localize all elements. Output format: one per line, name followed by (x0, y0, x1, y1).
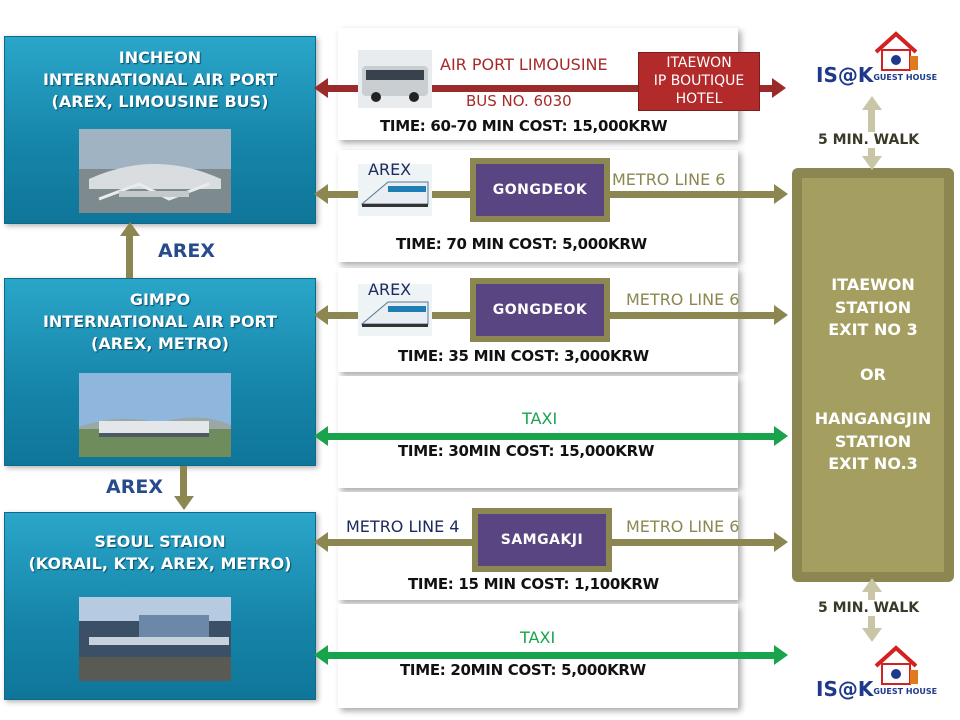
limousine-label: AIR PORT LIMOUSINE (440, 55, 608, 74)
samgakji-station-box: SAMGAKJI (472, 508, 612, 572)
seoul-station-box: SEOUL STAION (KORAIL, KTX, AREX, METRO) (4, 512, 316, 700)
incheon-title: INCHEON (118, 48, 202, 67)
incheon-arex-arrowhead-left (314, 184, 328, 204)
hub-line1: ITAEWON (831, 275, 915, 294)
limousine-arrowhead-left (314, 78, 328, 98)
incheon-modes: (AREX, LIMOUSINE BUS) (51, 92, 269, 111)
gimpo-arex-train-image (358, 284, 432, 336)
logo-sub-bottom: GUEST HOUSE (873, 687, 938, 696)
seoul-metro-arrowhead-right (774, 532, 788, 552)
isak-guesthouse-logo-top: IS@KGUEST HOUSE (810, 30, 940, 90)
walk-top-arrowhead-down (862, 156, 882, 170)
gongdeok-station-box-2: GONGDEOK (470, 278, 610, 342)
house-icon (872, 644, 920, 688)
arex-link-down-arrowhead (174, 496, 194, 510)
isak-guesthouse-logo-bottom: IS@KGUEST HOUSE (810, 644, 940, 704)
seoul-metro-arrowhead-left (314, 532, 328, 552)
incheon-arex-train-image (358, 164, 432, 216)
seoul-metro-line-4: METRO LINE 4 (346, 517, 460, 536)
gimpo-subtitle: INTERNATIONAL AIR PORT (42, 312, 278, 331)
limousine-arrow-shaft (326, 85, 774, 92)
walk-bottom-arrowhead-up (862, 578, 882, 592)
house-icon (872, 30, 920, 74)
limousine-arrowhead-right (772, 78, 786, 98)
itaewon-hangangjin-hub: ITAEWON STATION EXIT NO 3 OR HANGANGJIN … (792, 168, 954, 582)
hotel-line3: HOTEL (675, 91, 723, 107)
hub-line2: STATION (834, 297, 912, 317)
gimpo-airport-box: GIMPO INTERNATIONAL AIR PORT (AREX, METR… (4, 278, 316, 466)
gongdeok-station-box-1: GONGDEOK (470, 158, 610, 222)
seoul-taxi-arrowhead-right (774, 645, 788, 665)
walk-bottom-arrowhead-down (862, 628, 882, 642)
gimpo-taxi-arrowhead-right (774, 426, 788, 446)
limousine-bus-image (358, 50, 432, 108)
hub-line6: EXIT NO.3 (828, 454, 918, 473)
seoul-modes: (KORAIL, KTX, AREX, METRO) (28, 554, 292, 573)
seoul-metro-line-6: METRO LINE 6 (626, 517, 740, 536)
arex-link-up-arrowhead (120, 222, 140, 236)
gimpo-taxi-arrow-shaft (326, 433, 776, 440)
walk-top-arrowhead-up (862, 96, 882, 110)
incheon-arex-train-label: AREX (368, 160, 412, 179)
arex-link-down-shaft (180, 466, 187, 498)
gimpo-taxi-label: TAXI (522, 409, 558, 428)
gimpo-title: GIMPO (129, 290, 191, 309)
hub-inner: ITAEWON STATION EXIT NO 3 OR HANGANGJIN … (802, 178, 944, 572)
hotel-line2: IP BOUTIQUE (653, 73, 745, 89)
hotel-line1: ITAEWON (666, 55, 732, 71)
incheon-subtitle: INTERNATIONAL AIR PORT (42, 70, 278, 89)
seoul-metro-time-cost: TIME: 15 MIN COST: 1,100KRW (408, 575, 659, 593)
logo-text-bottom: IS@K (816, 677, 874, 701)
gimpo-taxi-arrowhead-left (314, 426, 328, 446)
seoul-taxi-label: TAXI (520, 628, 556, 647)
arex-lower-label: AREX (106, 476, 163, 498)
gimpo-arex-arrowhead-left (314, 305, 328, 325)
seoul-title: SEOUL STAION (94, 532, 226, 551)
panel-gimpo-taxi (338, 376, 738, 488)
ip-boutique-hotel-box: ITAEWON IP BOUTIQUE HOTEL (638, 52, 760, 111)
incheon-arex-metro-line: METRO LINE 6 (612, 170, 726, 189)
incheon-airport-box: INCHEON INTERNATIONAL AIR PORT (AREX, LI… (4, 36, 316, 224)
gimpo-arex-metro-line: METRO LINE 6 (626, 290, 740, 309)
gimpo-photo (79, 373, 231, 457)
incheon-photo (79, 129, 231, 213)
incheon-arex-arrowhead-right (774, 184, 788, 204)
arex-upper-label: AREX (158, 240, 215, 262)
seoul-photo (79, 597, 231, 681)
gimpo-arex-train-label: AREX (368, 280, 412, 299)
hub-or: OR (860, 364, 886, 384)
seoul-taxi-time-cost: TIME: 20MIN COST: 5,000KRW (400, 661, 646, 679)
hub-line4: HANGANGJIN (814, 409, 932, 428)
incheon-arex-time-cost: TIME: 70 MIN COST: 5,000KRW (396, 235, 647, 253)
gimpo-modes: (AREX, METRO) (91, 334, 229, 353)
seoul-taxi-arrow-shaft (326, 652, 776, 659)
logo-text-top: IS@K (816, 63, 874, 87)
gimpo-arex-arrowhead-right (774, 305, 788, 325)
gimpo-arex-time-cost: TIME: 35 MIN COST: 3,000KRW (398, 347, 649, 365)
walk-top-label: 5 MIN. WALK (816, 132, 922, 148)
seoul-taxi-arrowhead-left (314, 645, 328, 665)
limousine-time-cost: TIME: 60-70 MIN COST: 15,000KRW (380, 117, 668, 135)
logo-sub-top: GUEST HOUSE (873, 73, 938, 82)
walk-bottom-label: 5 MIN. WALK (816, 600, 922, 616)
hub-line5: STATION (834, 431, 912, 451)
gimpo-taxi-time-cost: TIME: 30MIN COST: 15,000KRW (398, 442, 655, 460)
limousine-bus-number: BUS NO. 6030 (466, 92, 572, 110)
arex-link-up-shaft (126, 236, 133, 278)
hub-line3: EXIT NO 3 (828, 320, 918, 339)
